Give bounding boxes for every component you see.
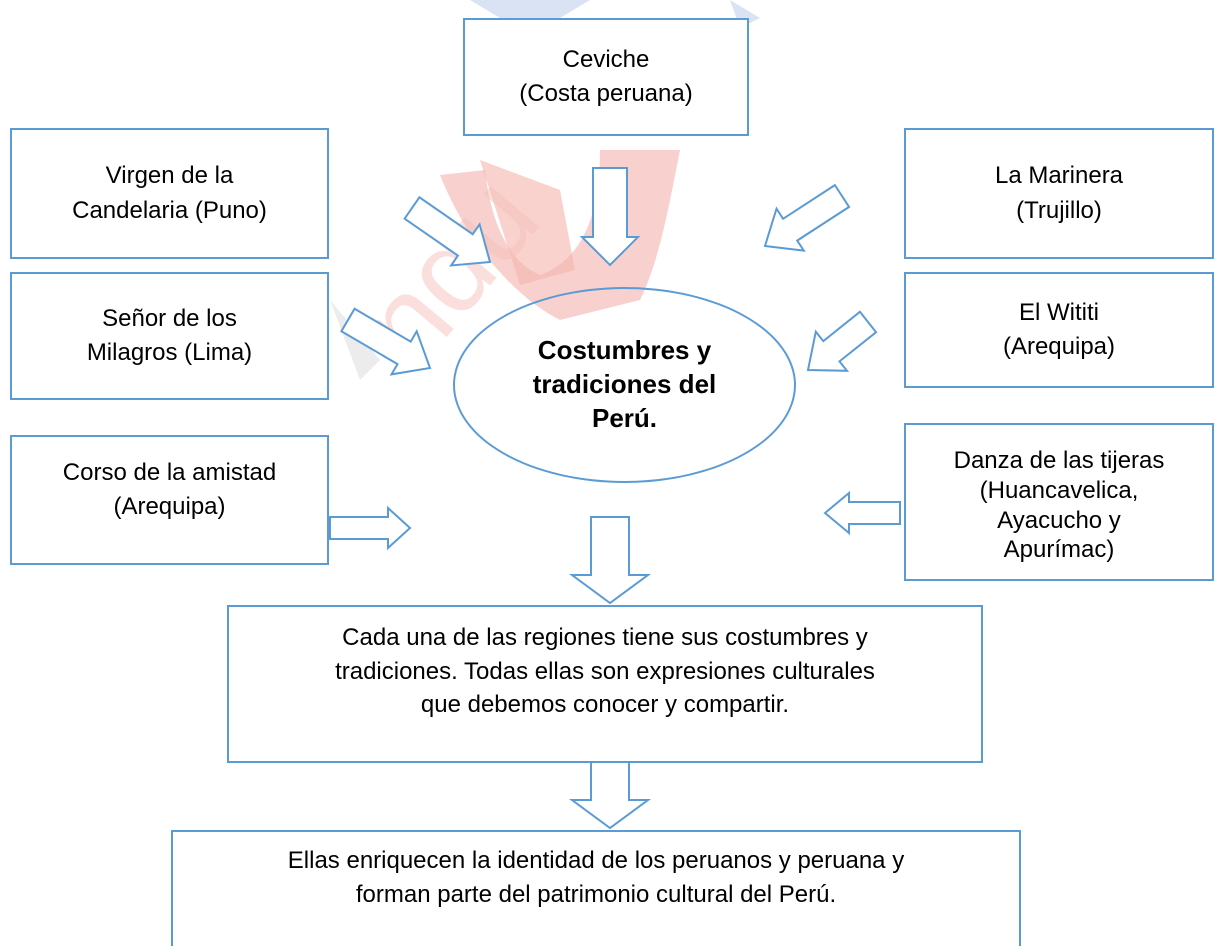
node-marinera-line: La Marinera xyxy=(994,162,1124,190)
arrow-to-summary xyxy=(568,516,652,605)
summary-box: Cada una de las regiones tiene sus costu… xyxy=(227,605,983,763)
node-danza-line: (Huancavelica, xyxy=(979,476,1139,504)
node-candelaria-line: Candelaria (Puno) xyxy=(72,196,267,224)
node-corso-line: Corso de la amistad xyxy=(62,458,277,486)
arrow-corso xyxy=(329,505,412,551)
arrow-danza xyxy=(823,490,901,536)
conclusion-box: Ellas enriquecen la identidad de los per… xyxy=(171,830,1021,946)
node-marinera: La Marinera (Trujillo) xyxy=(904,128,1214,259)
central-topic-line: Perú. xyxy=(591,402,658,433)
summary-line: Cada una de las regiones tiene sus costu… xyxy=(342,624,868,651)
node-wititi-line: El Wititi xyxy=(1019,298,1099,326)
arrow-marinera xyxy=(763,183,851,252)
node-wititi: El Wititi (Arequipa) xyxy=(904,272,1214,388)
central-topic-line: tradiciones del xyxy=(532,369,717,400)
node-ceviche: Ceviche (Costa peruana) xyxy=(463,18,749,136)
node-danza: Danza de las tijeras (Huancavelica, Ayac… xyxy=(904,423,1214,581)
conclusion-line: forman parte del patrimonio cultural del… xyxy=(355,880,837,908)
central-topic: Costumbres y tradiciones del Perú. xyxy=(453,287,796,483)
arrow-wititi xyxy=(806,310,878,372)
arrow-candelaria xyxy=(403,195,492,267)
node-senor-line: Señor de los xyxy=(102,304,237,332)
node-candelaria: Virgen de la Candelaria (Puno) xyxy=(10,128,329,259)
conclusion-line: Ellas enriquecen la identidad de los per… xyxy=(287,847,905,874)
node-senor: Señor de los Milagros (Lima) xyxy=(10,272,329,400)
arrow-ceviche-down xyxy=(579,167,641,267)
node-danza-line: Apurímac) xyxy=(1003,536,1115,564)
summary-line: que debemos conocer y compartir. xyxy=(420,691,790,719)
node-candelaria-line: Virgen de la xyxy=(105,162,234,190)
node-marinera-line: (Trujillo) xyxy=(1016,196,1102,224)
arrow-senor xyxy=(340,307,432,376)
node-ceviche-line: Ceviche xyxy=(562,45,650,73)
node-corso: Corso de la amistad (Arequipa) xyxy=(10,435,329,565)
central-topic-line: Costumbres y xyxy=(537,335,712,366)
node-corso-line: (Arequipa) xyxy=(113,493,226,520)
summary-line: tradiciones. Todas ellas son expresiones… xyxy=(335,657,875,685)
node-senor-line: Milagros (Lima) xyxy=(86,339,253,366)
node-danza-line: Ayacucho y xyxy=(997,506,1121,534)
node-ceviche-line: (Costa peruana) xyxy=(519,80,693,107)
node-wititi-line: (Arequipa) xyxy=(1002,333,1116,360)
node-danza-line: Danza de las tijeras xyxy=(953,447,1165,474)
